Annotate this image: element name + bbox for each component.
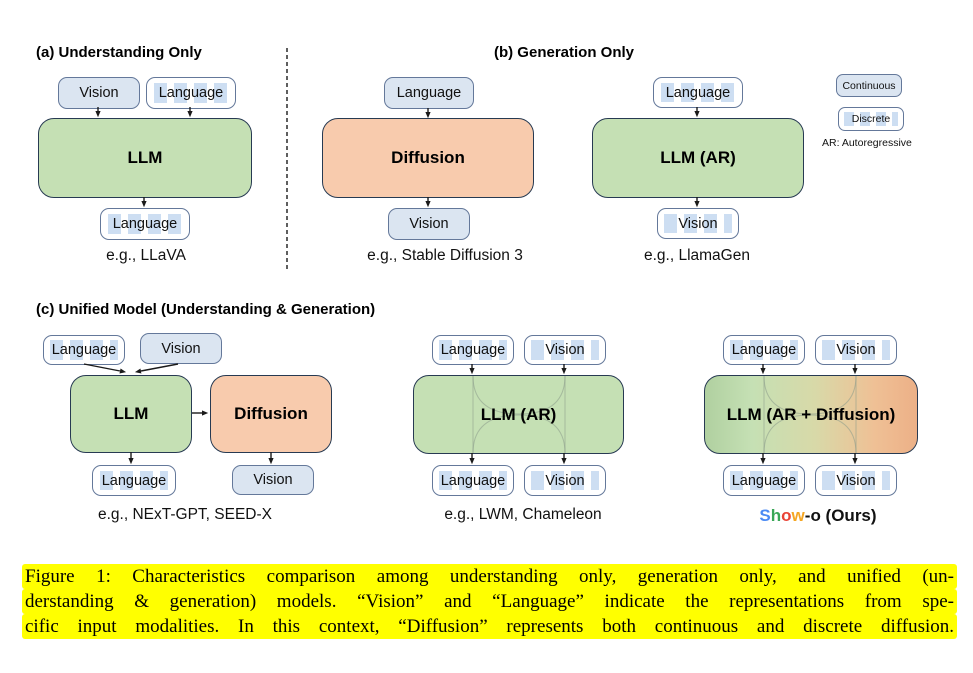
legend-ar-note: AR: Autoregressive bbox=[822, 137, 912, 149]
vision-discrete-box: Vision bbox=[815, 465, 897, 496]
example-lwm-chameleon: e.g., LWM, Chameleon bbox=[444, 506, 602, 523]
diffusion-label: Diffusion bbox=[391, 148, 465, 167]
llm-box: LLM bbox=[70, 375, 192, 453]
showo-letter: o bbox=[781, 506, 792, 525]
token-flow-curves bbox=[472, 376, 566, 453]
example-llava: e.g., LLaVA bbox=[106, 247, 186, 264]
vision-discrete-box: Vision bbox=[524, 465, 606, 496]
language-discrete-box: Language bbox=[100, 208, 190, 240]
llm-ar-label: LLM (AR) bbox=[480, 404, 557, 424]
vision-discrete-box: Vision bbox=[657, 208, 739, 239]
vision-label: Vision bbox=[161, 340, 201, 357]
caption-line-3: cific input modalities. In this context,… bbox=[22, 614, 957, 639]
vision-label: Vision bbox=[253, 472, 293, 488]
language-label: Language bbox=[665, 84, 731, 101]
vision-continuous-box: Vision bbox=[58, 77, 140, 109]
vision-label: Vision bbox=[545, 472, 585, 489]
llm-label: LLM bbox=[113, 404, 149, 423]
llm-ar-label: LLM (AR) bbox=[660, 148, 736, 167]
diffusion-box: Diffusion bbox=[210, 375, 332, 453]
language-label: Language bbox=[396, 85, 462, 101]
caption-line-2: derstanding & generation) models. “Visio… bbox=[22, 589, 957, 614]
example-next-gpt: e.g., NExT-GPT, SEED-X bbox=[98, 506, 272, 523]
language-discrete-box: Language bbox=[43, 335, 125, 365]
language-discrete-box: Language bbox=[146, 77, 236, 109]
vision-continuous-box: Vision bbox=[388, 208, 470, 240]
llm-ar-box: LLM (AR) bbox=[413, 375, 624, 454]
language-label: Language bbox=[440, 342, 506, 358]
diffusion-box: Diffusion bbox=[322, 118, 534, 198]
language-discrete-box: Language bbox=[432, 465, 514, 496]
language-label: Language bbox=[731, 342, 797, 358]
vision-label: Vision bbox=[79, 85, 119, 101]
llm-label: LLM bbox=[127, 148, 163, 167]
vision-label: Vision bbox=[836, 342, 876, 358]
showo-letter: h bbox=[770, 506, 782, 525]
language-label: Language bbox=[440, 472, 506, 489]
legend-discrete-label: Discrete bbox=[851, 113, 891, 125]
example-stable-diffusion: e.g., Stable Diffusion 3 bbox=[367, 247, 523, 264]
vision-label: Vision bbox=[678, 215, 718, 232]
showo-letter: w bbox=[791, 506, 805, 525]
showo-letter: S bbox=[759, 506, 771, 525]
llm-box: LLM bbox=[38, 118, 252, 198]
language-discrete-box: Language bbox=[723, 465, 805, 496]
language-label: Language bbox=[158, 85, 224, 101]
example-llamagen: e.g., LlamaGen bbox=[644, 247, 750, 264]
caption-line-1: Figure 1: Characteristics comparison amo… bbox=[22, 564, 957, 589]
vision-label: Vision bbox=[409, 216, 449, 232]
vision-label: Vision bbox=[836, 472, 876, 489]
panel-a-title: (a) Understanding Only bbox=[36, 44, 202, 61]
showo-ours-label: Show-o (Ours) bbox=[718, 506, 918, 526]
legend-continuous-box: Continuous bbox=[836, 74, 902, 97]
legend-discrete-box: Discrete bbox=[838, 107, 904, 131]
panel-b-title: (b) Generation Only bbox=[493, 44, 634, 61]
diffusion-label: Diffusion bbox=[234, 404, 308, 423]
llm-ar-box: LLM (AR) bbox=[592, 118, 804, 198]
showo-rest: -o (Ours) bbox=[804, 506, 877, 525]
vision-label: Vision bbox=[545, 342, 585, 358]
llm-ar-diffusion-box: LLM (AR + Diffusion) bbox=[704, 375, 918, 454]
llm-ar-diffusion-label: LLM (AR + Diffusion) bbox=[726, 404, 896, 424]
vision-continuous-box: Vision bbox=[232, 465, 314, 495]
language-label: Language bbox=[51, 342, 117, 358]
language-discrete-box: Language bbox=[723, 335, 805, 365]
language-label: Language bbox=[112, 216, 178, 232]
language-discrete-box: Language bbox=[432, 335, 514, 365]
vision-discrete-box: Vision bbox=[815, 335, 897, 365]
language-discrete-box: Language bbox=[92, 465, 176, 496]
language-label: Language bbox=[101, 472, 167, 489]
legend-continuous-label: Continuous bbox=[842, 79, 896, 92]
token-flow-curves bbox=[763, 376, 857, 453]
vision-continuous-box: Vision bbox=[140, 333, 222, 364]
vision-discrete-box: Vision bbox=[524, 335, 606, 365]
language-continuous-box: Language bbox=[384, 77, 474, 109]
language-label: Language bbox=[731, 472, 797, 489]
panel-c-title: (c) Unified Model (Understanding & Gener… bbox=[36, 301, 376, 318]
language-discrete-box: Language bbox=[653, 77, 743, 108]
